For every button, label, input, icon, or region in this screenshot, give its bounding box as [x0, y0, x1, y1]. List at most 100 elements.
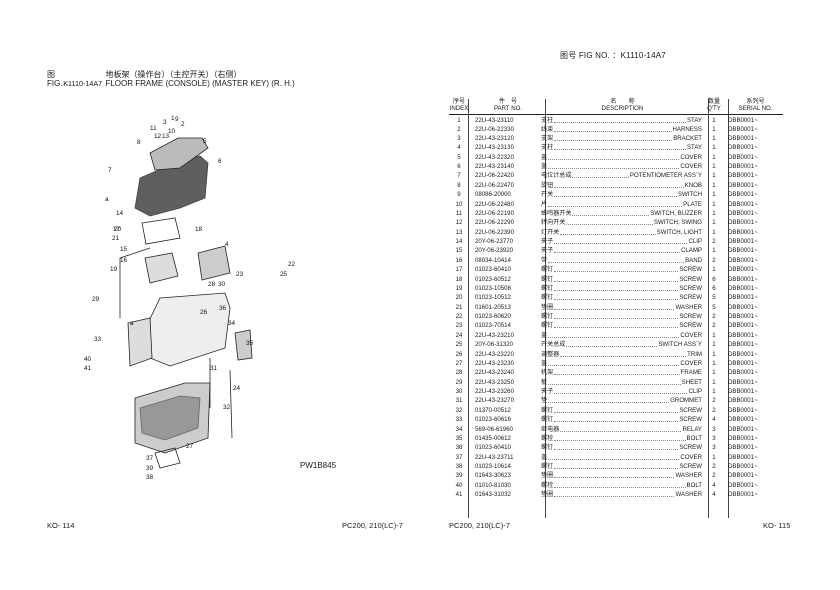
row-desc-cn: 带 — [541, 256, 548, 264]
row-desc-en: TRIM — [687, 350, 702, 358]
leader-dots — [554, 116, 686, 123]
row-index: 33 — [455, 416, 463, 424]
row-part-number: 22U-43-23250 — [475, 378, 514, 386]
callout-36: 36 — [219, 305, 227, 312]
row-quantity: 2 — [712, 463, 716, 471]
leader-dots — [548, 256, 685, 263]
row-serial: DBB0001~ — [728, 228, 758, 236]
row-desc-cn: 板 — [541, 378, 548, 386]
row-index: 41 — [455, 491, 463, 499]
row-desc-en: WASHER — [675, 472, 702, 480]
callout-17: 17 — [113, 226, 121, 233]
row-part-number: 01643-30623 — [475, 472, 511, 480]
row-desc-en: SCREW — [679, 406, 702, 414]
leader-dots — [554, 321, 679, 329]
leader-dots — [554, 434, 686, 441]
footer-right-model: PC200, 210(LC)-7 — [449, 521, 510, 530]
row-serial: DBB0001~ — [728, 406, 758, 414]
figure-number-header: 图号 FIG NO. ：K1110-14A7 — [560, 51, 666, 60]
callout-18: 18 — [195, 226, 203, 233]
callout-3: 3 — [163, 119, 167, 126]
row-desc-cn: 螺钉 — [541, 322, 554, 330]
row-index: 7 — [457, 172, 461, 180]
row-serial: DBB0001~ — [728, 331, 758, 339]
figure-label-cn: 图 — [47, 70, 55, 79]
leader-dots — [554, 134, 673, 141]
row-desc-cn: 蜂鸣器开关 — [541, 209, 572, 217]
row-desc-en: SWITCH — [677, 191, 702, 199]
row-part-number: 01023-60410 — [475, 444, 511, 452]
row-part-number: 22U-06-22420 — [475, 172, 514, 180]
row-desc-cn: 电位计总成 — [541, 172, 572, 180]
row-serial: DBB0001~ — [728, 444, 758, 452]
row-index: 30 — [455, 388, 463, 396]
header-serial-cn: 系列号 — [746, 98, 765, 105]
row-desc-cn: 夹子 — [541, 388, 554, 396]
callout-14: 14 — [116, 210, 124, 217]
row-desc-cn: 旋钮 — [541, 181, 554, 189]
row-desc-en: PLATE — [683, 200, 702, 208]
row-desc-en: BOLT — [686, 434, 702, 442]
figure-label-en: FIG. — [47, 79, 63, 88]
callout-1: 1 — [171, 115, 175, 122]
figure-code: K1110-14A7 — [63, 79, 103, 88]
callout-41: 41 — [84, 365, 92, 372]
row-quantity: 1 — [712, 163, 716, 171]
callout-29: 29 — [92, 296, 100, 303]
row-quantity: 1 — [712, 378, 716, 386]
row-quantity: 1 — [712, 200, 716, 208]
leader-dots — [554, 265, 679, 273]
row-desc-cn: 螺钉 — [541, 275, 554, 283]
leader-dots — [554, 181, 684, 188]
row-quantity: 1 — [712, 134, 716, 142]
leader-dots — [548, 359, 680, 366]
row-desc-cn: 螺钉 — [541, 266, 554, 274]
callout-23: 23 — [236, 271, 244, 278]
diagram-code: PW1B845 — [300, 461, 337, 470]
row-index: 11 — [455, 209, 463, 217]
row-desc-en: SWITCH, SWING — [653, 219, 702, 227]
row-quantity: 2 — [712, 238, 716, 246]
row-desc-cn: 螺钉 — [541, 313, 554, 321]
row-quantity: 2 — [712, 406, 716, 414]
leader-dots — [554, 293, 679, 301]
callout-40: 40 — [84, 356, 92, 363]
row-index: 13 — [455, 228, 463, 236]
leader-dots — [554, 143, 686, 151]
row-serial: DBB0001~ — [728, 434, 758, 442]
callout-4: 4 — [225, 241, 229, 248]
row-part-number: 22U-43-23220 — [475, 350, 514, 358]
row-part-number: 01601-20513 — [475, 303, 511, 311]
leader-dots — [548, 453, 680, 460]
callout-6: 6 — [218, 158, 222, 165]
row-serial: DBB0001~ — [728, 303, 758, 311]
row-desc-cn: 夹子 — [541, 238, 554, 246]
row-desc-en: SWITCH, BUZZER — [650, 209, 702, 217]
figure-title-cn: 地板架（操作台）（主控开关）（右侧） — [105, 70, 242, 79]
row-part-number: 22U-43-22320 — [475, 153, 514, 161]
